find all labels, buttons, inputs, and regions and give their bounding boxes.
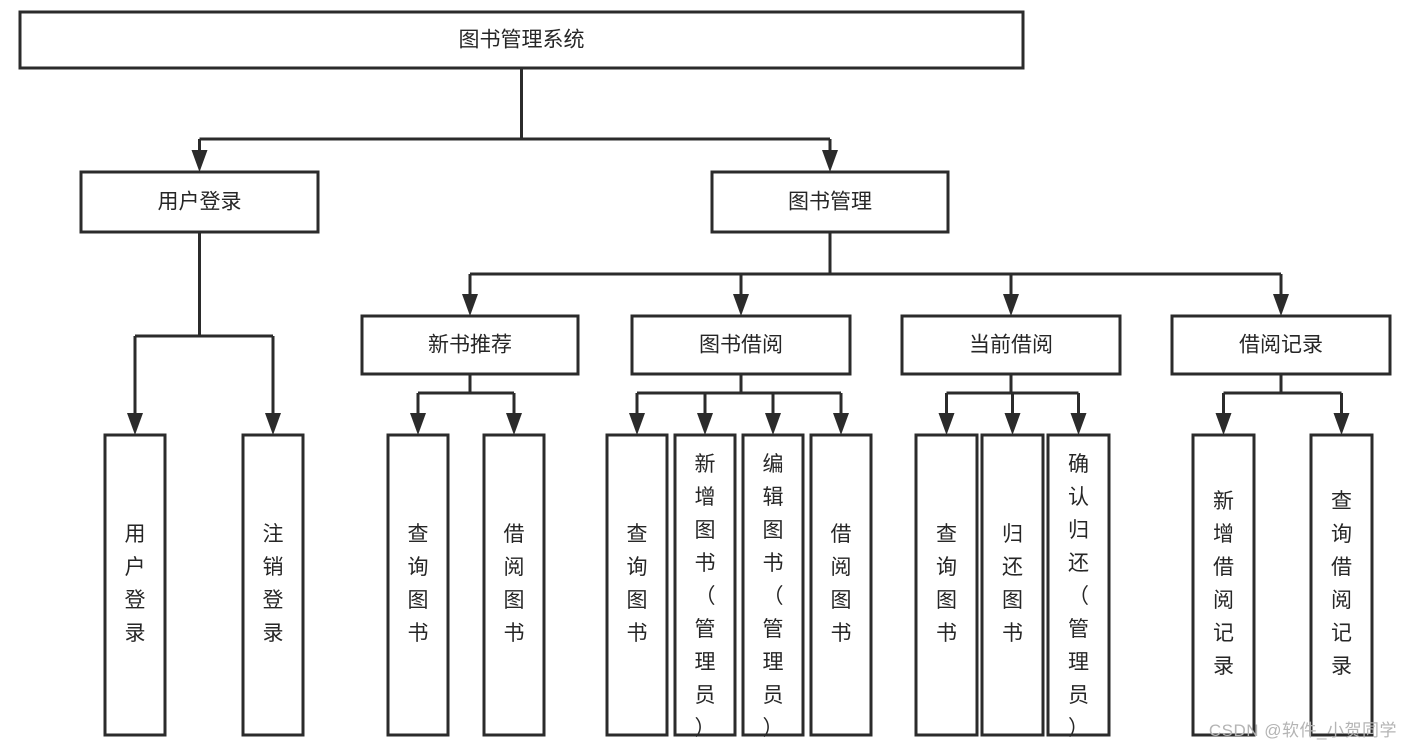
node-label: 确认归还（管理员） — [1068, 453, 1089, 740]
node-label: 注销登录 — [263, 523, 284, 645]
node-box — [630, 314, 852, 376]
node-leaf-add-record[interactable]: 新增借阅记录 — [1191, 433, 1256, 737]
node-box — [18, 10, 1025, 70]
node-label: 用户登录 — [158, 191, 242, 214]
arrow-head-icon — [265, 413, 281, 435]
arrow-head-icon — [462, 294, 478, 316]
node-box — [1046, 433, 1111, 737]
edge-group-borrow-record — [1215, 374, 1350, 435]
node-box — [360, 314, 580, 376]
node-user-login[interactable]: 用户登录 — [79, 170, 320, 234]
arrow-head-icon — [1273, 294, 1289, 316]
node-box — [241, 433, 305, 737]
node-box — [710, 170, 950, 234]
node-layer: 图书管理系统用户登录图书管理新书推荐图书借阅当前借阅借阅记录用户登录注销登录查询… — [18, 10, 1392, 740]
node-box — [900, 314, 1122, 376]
node-leaf-edit-book[interactable]: 编辑图书（管理员） — [741, 433, 805, 740]
node-box — [741, 433, 805, 737]
node-label: 图书管理 — [788, 191, 872, 214]
arrow-head-icon — [506, 413, 522, 435]
node-label: 查询图书 — [936, 523, 957, 645]
node-root[interactable]: 图书管理系统 — [18, 10, 1025, 70]
node-label: 借阅记录 — [1239, 334, 1323, 357]
arrow-head-icon — [410, 413, 426, 435]
edge-group-user-login — [127, 232, 281, 435]
node-leaf-query-book-3[interactable]: 查询图书 — [914, 433, 979, 737]
arrow-head-icon — [127, 413, 143, 435]
node-label: 查询借阅记录 — [1331, 490, 1352, 678]
arrow-head-icon — [1004, 413, 1021, 435]
node-label: 查询图书 — [627, 523, 648, 645]
arrow-head-icon — [822, 150, 838, 172]
node-box — [386, 433, 450, 737]
arrow-head-icon — [1003, 294, 1019, 316]
arrow-head-icon — [629, 413, 645, 435]
node-label: 借阅图书 — [504, 523, 525, 645]
node-label: 新书推荐 — [428, 334, 512, 357]
arrow-head-icon — [1070, 413, 1087, 435]
node-box — [1309, 433, 1374, 737]
node-label: 当前借阅 — [969, 334, 1053, 357]
node-box — [482, 433, 546, 737]
node-label: 图书管理系统 — [459, 29, 585, 52]
node-box — [1191, 433, 1256, 737]
arrow-head-icon — [1333, 413, 1350, 435]
node-label: 新增图书（管理员） — [695, 453, 716, 740]
arrow-head-icon — [938, 413, 955, 435]
arrow-head-icon — [697, 413, 713, 435]
node-label: 编辑图书（管理员） — [763, 453, 784, 740]
node-label: 归还图书 — [1002, 523, 1023, 645]
node-leaf-query-record[interactable]: 查询借阅记录 — [1309, 433, 1374, 737]
node-box — [79, 170, 320, 234]
node-leaf-query-book-1[interactable]: 查询图书 — [386, 433, 450, 737]
node-label: 用户登录 — [125, 523, 146, 645]
edge-group-book-borrow — [629, 374, 849, 435]
node-current-borrow[interactable]: 当前借阅 — [900, 314, 1122, 376]
node-box — [914, 433, 979, 737]
connector-layer — [127, 68, 1350, 435]
arrow-head-icon — [733, 294, 749, 316]
edge-group-root — [191, 68, 838, 172]
node-box — [673, 433, 737, 737]
node-leaf-borrow-book-1[interactable]: 借阅图书 — [482, 433, 546, 737]
arrow-head-icon — [191, 150, 208, 172]
node-borrow-record[interactable]: 借阅记录 — [1170, 314, 1392, 376]
node-new-book-rec[interactable]: 新书推荐 — [360, 314, 580, 376]
edge-group-new-book-rec — [410, 374, 522, 435]
arrow-head-icon — [765, 413, 781, 435]
node-leaf-return-book[interactable]: 归还图书 — [980, 433, 1045, 737]
node-book-borrow[interactable]: 图书借阅 — [630, 314, 852, 376]
node-leaf-query-book-2[interactable]: 查询图书 — [605, 433, 669, 737]
node-box — [980, 433, 1045, 737]
node-leaf-logout[interactable]: 注销登录 — [241, 433, 305, 737]
node-box — [809, 433, 873, 737]
node-label: 查询图书 — [408, 523, 429, 645]
node-book-manage[interactable]: 图书管理 — [710, 170, 950, 234]
node-leaf-confirm-return[interactable]: 确认归还（管理员） — [1046, 433, 1111, 740]
node-box — [605, 433, 669, 737]
arrow-head-icon — [833, 413, 849, 435]
node-label: 借阅图书 — [831, 523, 852, 645]
node-leaf-user-login[interactable]: 用户登录 — [103, 433, 167, 737]
node-leaf-borrow-book-2[interactable]: 借阅图书 — [809, 433, 873, 737]
edge-group-current-borrow — [938, 374, 1087, 435]
node-label: 新增借阅记录 — [1213, 490, 1234, 678]
node-leaf-add-book[interactable]: 新增图书（管理员） — [673, 433, 737, 740]
node-box — [1170, 314, 1392, 376]
node-box — [103, 433, 167, 737]
arrow-head-icon — [1215, 413, 1232, 435]
edge-group-book-manage — [462, 232, 1289, 316]
node-label: 图书借阅 — [699, 334, 783, 357]
